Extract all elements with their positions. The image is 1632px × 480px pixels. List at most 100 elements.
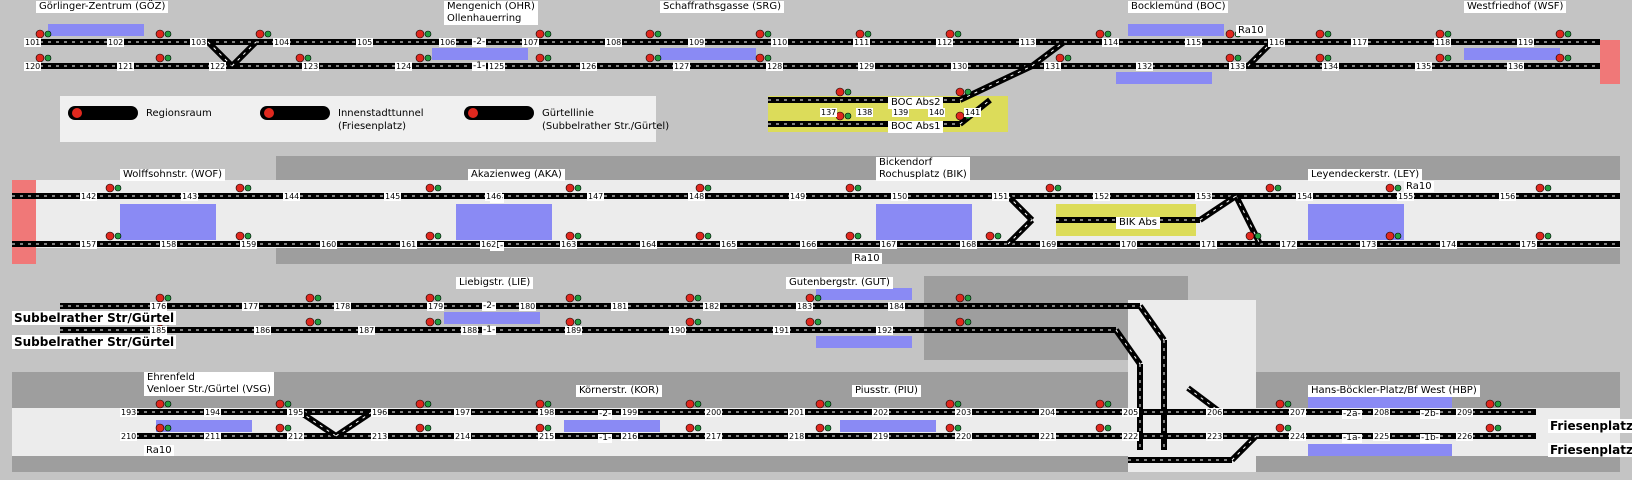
signal-number-111[interactable]: 111 — [853, 38, 871, 47]
signal-number-219[interactable]: 219 — [872, 432, 890, 441]
signal-number-156[interactable]: 156 — [1499, 192, 1517, 201]
signal-number-189[interactable]: 189 — [565, 326, 583, 335]
signal-number-151[interactable]: 151 — [992, 192, 1010, 201]
signal-number-171[interactable]: 171 — [1200, 240, 1218, 249]
signal-number-185[interactable]: 185 — [150, 326, 168, 335]
signal-number-212[interactable]: 212 — [287, 432, 305, 441]
signal-number-207[interactable]: 207 — [1289, 408, 1307, 417]
platform-bik[interactable] — [876, 204, 972, 240]
signal-number-105[interactable]: 105 — [356, 38, 374, 47]
signal-number-119[interactable]: 119 — [1517, 38, 1535, 47]
signal-number-177[interactable]: 177 — [242, 302, 260, 311]
signal-number-186[interactable]: 186 — [254, 326, 272, 335]
platform-aka[interactable] — [456, 204, 552, 240]
signal-number-214[interactable]: 214 — [454, 432, 472, 441]
signal-number-147[interactable]: 147 — [587, 192, 605, 201]
platform-lie[interactable] — [444, 312, 540, 324]
signal-number-173[interactable]: 173 — [1360, 240, 1378, 249]
signal-number-158[interactable]: 158 — [160, 240, 178, 249]
signal-number-184[interactable]: 184 — [888, 302, 906, 311]
signal-number-174[interactable]: 174 — [1440, 240, 1458, 249]
signal-number-112[interactable]: 112 — [936, 38, 954, 47]
signal-number-210[interactable]: 210 — [120, 432, 138, 441]
signal-number-154[interactable]: 154 — [1296, 192, 1314, 201]
signal-number-198[interactable]: 198 — [538, 408, 556, 417]
signal-number-192[interactable]: 192 — [876, 326, 894, 335]
signal-number-117[interactable]: 117 — [1351, 38, 1369, 47]
signal-number-106[interactable]: 106 — [439, 38, 457, 47]
signal-number-167[interactable]: 167 — [880, 240, 898, 249]
signal-number-191[interactable]: 191 — [773, 326, 791, 335]
signal-number-170[interactable]: 170 — [1120, 240, 1138, 249]
signal-number-145[interactable]: 145 — [384, 192, 402, 201]
signal-number-205[interactable]: 205 — [1122, 408, 1140, 417]
signal-number-224[interactable]: 224 — [1289, 432, 1307, 441]
signal-number-118[interactable]: 118 — [1434, 38, 1452, 47]
signal-number-196[interactable]: 196 — [371, 408, 389, 417]
signal-number-137[interactable]: 137 — [820, 108, 838, 117]
signal-number-120[interactable]: 120 — [24, 62, 42, 71]
signal-number-160[interactable]: 160 — [320, 240, 338, 249]
signal-number-179[interactable]: 179 — [427, 302, 445, 311]
signal-number-101[interactable]: 101 — [24, 38, 42, 47]
signal-number-213[interactable]: 213 — [371, 432, 389, 441]
signal-number-150[interactable]: 150 — [891, 192, 909, 201]
signal-number-188[interactable]: 188 — [461, 326, 479, 335]
signal-number-103[interactable]: 103 — [190, 38, 208, 47]
signal-number-165[interactable]: 165 — [720, 240, 738, 249]
signal-number-172[interactable]: 172 — [1280, 240, 1298, 249]
platform-kor[interactable] — [564, 420, 660, 432]
signal-number-226[interactable]: 226 — [1456, 432, 1474, 441]
platform-gut-top[interactable] — [816, 288, 912, 300]
signal-number-208[interactable]: 208 — [1373, 408, 1391, 417]
platform-wsf[interactable] — [1464, 48, 1560, 60]
signal-number-218[interactable]: 218 — [788, 432, 806, 441]
signal-number-141[interactable]: 141 — [964, 108, 982, 117]
signal-number-193[interactable]: 193 — [120, 408, 138, 417]
signal-number-209[interactable]: 209 — [1456, 408, 1474, 417]
signal-number-113[interactable]: 113 — [1019, 38, 1037, 47]
platform-boc-bot[interactable] — [1116, 72, 1212, 84]
signal-number-126[interactable]: 126 — [580, 62, 598, 71]
signal-number-220[interactable]: 220 — [955, 432, 973, 441]
signal-number-107[interactable]: 107 — [522, 38, 540, 47]
signal-number-195[interactable]: 195 — [287, 408, 305, 417]
signal-number-114[interactable]: 114 — [1102, 38, 1120, 47]
signal-number-223[interactable]: 223 — [1206, 432, 1224, 441]
signal-number-138[interactable]: 138 — [856, 108, 874, 117]
signal-number-108[interactable]: 108 — [605, 38, 623, 47]
signal-number-161[interactable]: 161 — [400, 240, 418, 249]
signal-number-135[interactable]: 135 — [1415, 62, 1433, 71]
signal-number-124[interactable]: 124 — [395, 62, 413, 71]
signal-number-162[interactable]: 162 — [480, 240, 498, 249]
signal-number-131[interactable]: 131 — [1044, 62, 1062, 71]
signal-number-148[interactable]: 148 — [688, 192, 706, 201]
signal-number-123[interactable]: 123 — [302, 62, 320, 71]
signal-number-187[interactable]: 187 — [358, 326, 376, 335]
signal-number-166[interactable]: 166 — [800, 240, 818, 249]
signal-number-109[interactable]: 109 — [688, 38, 706, 47]
signal-number-222[interactable]: 222 — [1122, 432, 1140, 441]
signal-number-157[interactable]: 157 — [80, 240, 98, 249]
signal-number-121[interactable]: 121 — [117, 62, 135, 71]
signal-number-183[interactable]: 183 — [796, 302, 814, 311]
signal-number-211[interactable]: 211 — [204, 432, 222, 441]
platform-gut-bot[interactable] — [816, 336, 912, 348]
signal-number-202[interactable]: 202 — [872, 408, 890, 417]
platform-srg[interactable] — [660, 48, 756, 60]
signal-number-221[interactable]: 221 — [1039, 432, 1057, 441]
signal-number-136[interactable]: 136 — [1507, 62, 1525, 71]
signal-number-127[interactable]: 127 — [673, 62, 691, 71]
signal-number-200[interactable]: 200 — [705, 408, 723, 417]
platform-boc-top[interactable] — [1128, 24, 1224, 36]
signal-number-197[interactable]: 197 — [454, 408, 472, 417]
signal-number-132[interactable]: 132 — [1136, 62, 1154, 71]
signal-number-129[interactable]: 129 — [858, 62, 876, 71]
signal-number-190[interactable]: 190 — [669, 326, 687, 335]
signal-number-164[interactable]: 164 — [640, 240, 658, 249]
platform-hbp-bot[interactable] — [1308, 444, 1452, 456]
signal-number-168[interactable]: 168 — [960, 240, 978, 249]
signal-number-146[interactable]: 146 — [485, 192, 503, 201]
signal-number-216[interactable]: 216 — [621, 432, 639, 441]
signal-number-206[interactable]: 206 — [1206, 408, 1224, 417]
